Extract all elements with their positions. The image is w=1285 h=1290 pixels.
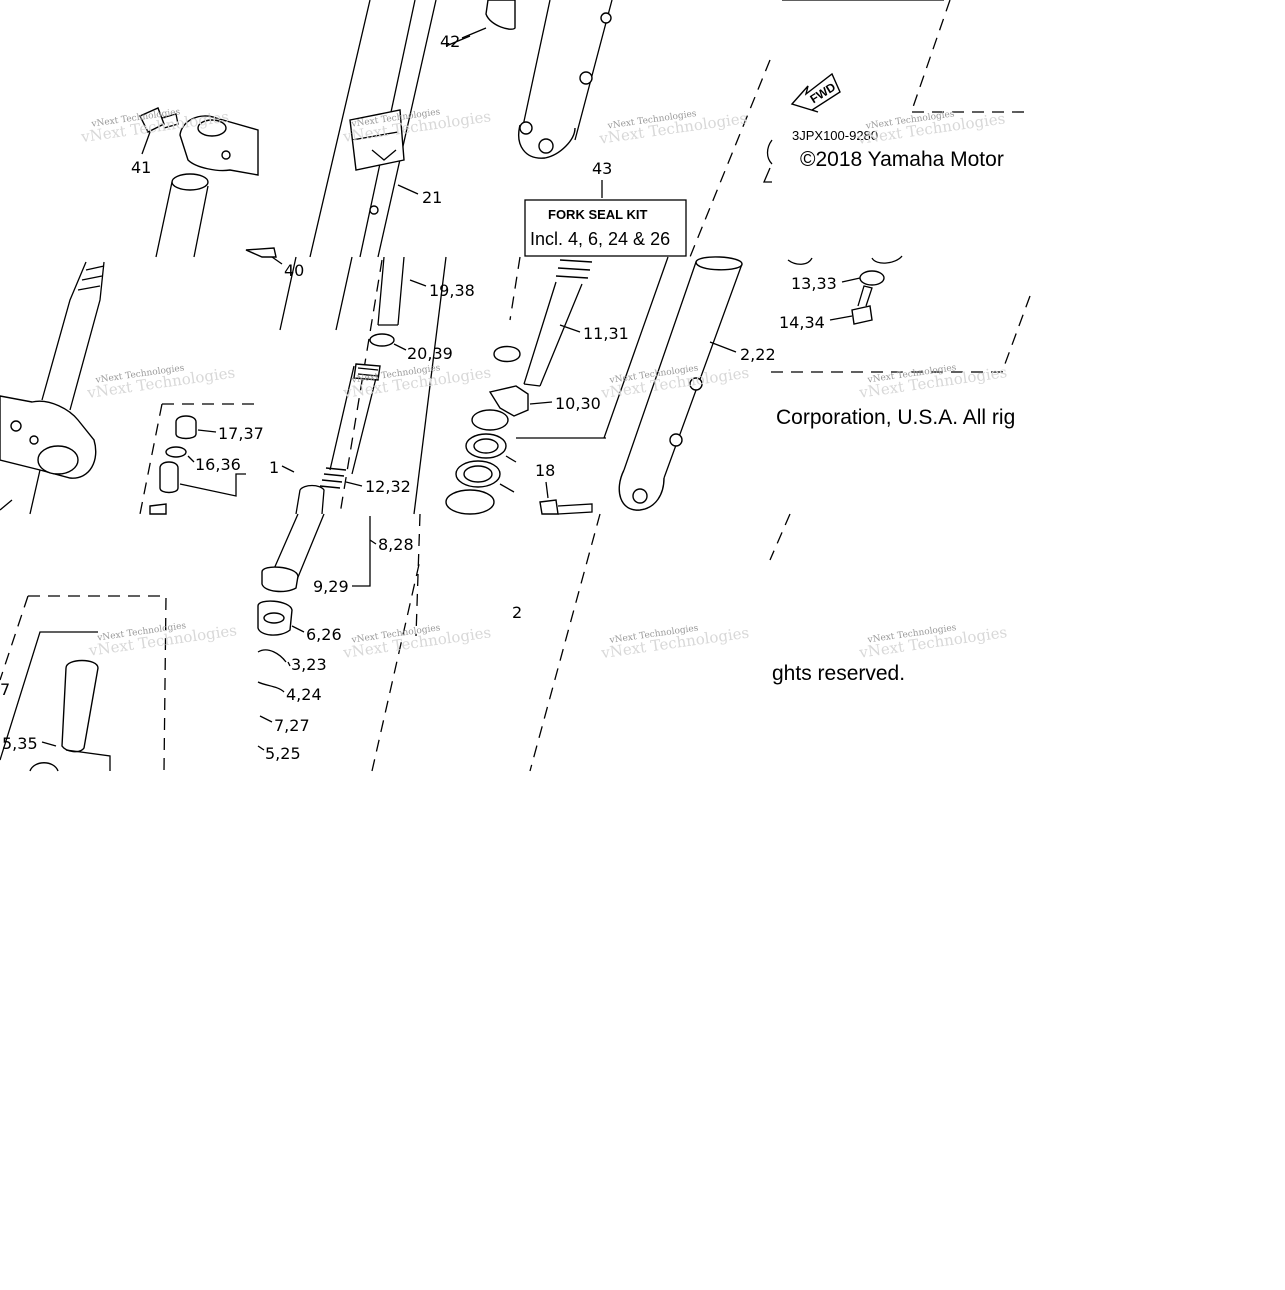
- steering-post-top: [155, 181, 209, 258]
- kit-leader: [603, 256, 669, 439]
- callout-label: 2: [512, 603, 522, 622]
- part-15-plug: [159, 461, 179, 494]
- callout-label: 2,22: [740, 345, 776, 364]
- callout-label: 1: [269, 458, 279, 477]
- fork-outer-tube-left: [309, 0, 437, 258]
- part-19-tube: [377, 256, 405, 326]
- part-42: [485, 0, 516, 30]
- part-12-spring: [319, 467, 347, 489]
- fork-seal-kit-box: 43 FORK SEAL KIT Incl. 4, 6, 24 & 26: [524, 159, 687, 257]
- part-number: 3JPX100-9280: [792, 128, 878, 143]
- callout-label: 20,39: [407, 344, 453, 363]
- callout-label: 21: [422, 188, 442, 207]
- callout-labels: 42 41 21 40 19,38 11,31 2,22 13,33 14,34…: [0, 32, 837, 763]
- callout-label: 16,36: [195, 455, 241, 474]
- callout-label: 19,38: [429, 281, 475, 300]
- steering-stem: [41, 261, 105, 411]
- part-40: [245, 247, 277, 258]
- callout-label: 11,31: [583, 324, 629, 343]
- part-5-spacer: [61, 659, 99, 753]
- tile-top: FWD 3JPX100-9280 ©2018 Yamaha Motor: [139, 0, 1030, 265]
- part-17-cap: [175, 415, 197, 440]
- part-16-oring: [165, 446, 187, 458]
- callout-label: 13,33: [791, 274, 837, 293]
- boundary-dashed-top: [689, 59, 771, 258]
- part-3-clip: [257, 649, 287, 663]
- callout-label: 8,28: [378, 535, 414, 554]
- callout-43: 43: [592, 159, 612, 178]
- part-13-washer: [859, 270, 885, 286]
- callout-label: 7,27: [274, 716, 310, 735]
- part-10-collar: [488, 385, 529, 417]
- callout-label: 3,23: [291, 655, 327, 674]
- part-14-bolt: [851, 305, 873, 325]
- part-20-washer: [369, 333, 395, 347]
- callout-label: 4,24: [286, 685, 322, 704]
- callout-label: 5,35: [2, 734, 38, 753]
- boundary-dashed-upper: [339, 259, 383, 515]
- tile-bottom: [0, 513, 791, 772]
- tile-middle: Corporation, U.S.A. All rig: [0, 255, 1031, 515]
- part-5-bolt: [257, 745, 265, 751]
- fwd-arrow-icon: FWD: [790, 72, 841, 113]
- boundary-dashed-bottom-mid: [529, 513, 601, 772]
- part-41-bolt: [139, 107, 165, 133]
- kit-contents: Incl. 4, 6, 24 & 26: [530, 229, 670, 249]
- copyright-line-3: ghts reserved.: [772, 662, 905, 685]
- callout-label: 40: [284, 261, 304, 280]
- kit-title: FORK SEAL KIT: [548, 207, 647, 222]
- callout-label: 42: [440, 32, 460, 51]
- part-4-seal: [257, 681, 285, 693]
- callout-label: 18: [535, 461, 555, 480]
- seal-stack: [493, 345, 521, 363]
- callout-label: 17,37: [218, 424, 264, 443]
- callout-label: 12,32: [365, 477, 411, 496]
- callout-label: 6,26: [306, 625, 342, 644]
- damper-rod: [329, 365, 379, 475]
- callout-label: 41: [131, 158, 151, 177]
- callout-label: 14,34: [779, 313, 825, 332]
- callout-label: 7: [0, 680, 10, 699]
- boundary-dashed-left: [139, 403, 258, 515]
- callout-label: 10,30: [555, 394, 601, 413]
- boundary-dashed-right: [770, 295, 1031, 373]
- part-18-bolt: [539, 499, 559, 515]
- callout-label: 5,25: [265, 744, 301, 763]
- copyright-line-2: Corporation, U.S.A. All rig: [776, 406, 1015, 429]
- callout-label: 9,29: [313, 577, 349, 596]
- fork-lower-tube-right-upper: [519, 0, 613, 141]
- watermarks: vNext Technologies vNext Technologies vN…: [79, 107, 1008, 662]
- boundary-dashed-bottom-left: [0, 595, 167, 772]
- part-11-spring: [555, 259, 593, 279]
- part-7-washer: [259, 715, 273, 723]
- copyright-line-1: ©2018 Yamaha Motor: [800, 148, 1004, 171]
